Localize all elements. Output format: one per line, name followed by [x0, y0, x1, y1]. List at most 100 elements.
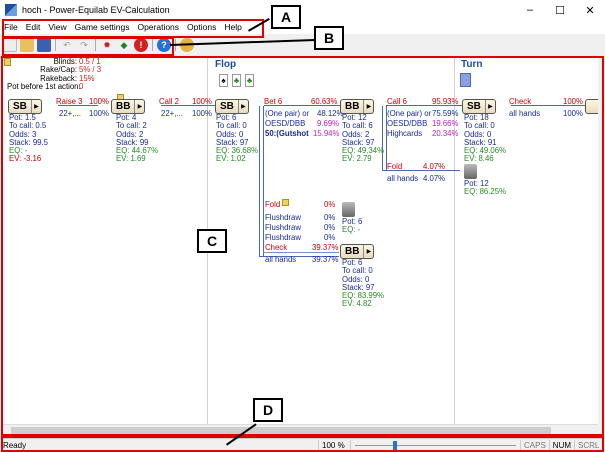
node-label: SB — [220, 101, 234, 112]
range-pct: 48.12% — [317, 109, 344, 118]
rakecap-label: Rake/Cap: — [40, 65, 77, 75]
node-odds: Odds: 0 — [342, 274, 370, 284]
settings-gear-icon[interactable]: ✹ — [103, 39, 111, 50]
range-label[interactable]: OESD/DBB — [387, 119, 428, 128]
node-partial[interactable] — [585, 99, 598, 114]
expand-arrow-icon[interactable]: ▶ — [484, 100, 495, 113]
range-label[interactable]: all hands — [509, 109, 541, 118]
connector — [263, 252, 339, 253]
label-a: A — [271, 5, 301, 29]
node-stack: Stack: 99.5 — [9, 137, 49, 147]
expand-arrow-icon[interactable]: ▶ — [363, 245, 373, 258]
range-pct: 15.94% — [313, 129, 340, 138]
range-pct: 75.59% — [432, 109, 459, 118]
slider-track — [355, 444, 516, 446]
save-icon[interactable] — [37, 38, 51, 52]
range-label[interactable]: all hands — [387, 174, 419, 183]
expand-arrow-icon[interactable]: ▶ — [237, 100, 248, 113]
range-label[interactable]: (One pair) or — [265, 109, 310, 118]
node-odds: Odds: 0 — [464, 129, 492, 139]
connector — [511, 105, 586, 106]
note-icon[interactable] — [282, 199, 289, 206]
action-call[interactable]: Call 6 — [387, 97, 407, 106]
connector — [259, 256, 339, 257]
node-bb-1[interactable]: BB ▶ — [111, 99, 146, 114]
open-folder-icon[interactable] — [20, 38, 34, 52]
close-icon[interactable]: ✕ — [585, 4, 595, 17]
node-stack: Stack: 97 — [342, 282, 375, 292]
label-c: C — [197, 229, 227, 253]
expand-arrow-icon[interactable]: ▶ — [134, 100, 144, 113]
action-call[interactable]: Call 2 — [159, 97, 179, 106]
range-label[interactable]: (One pair) or — [387, 109, 432, 118]
range-label[interactable]: 22+,... — [161, 109, 183, 118]
label-d: D — [253, 398, 283, 422]
range-label[interactable]: Flushdraw — [265, 233, 301, 242]
num-indicator: NUM — [548, 439, 574, 452]
menu-edit[interactable]: Edit — [25, 22, 41, 32]
rakecap-value: 5% / 3 — [79, 65, 102, 75]
window-controls: – ☐ ✕ — [515, 0, 605, 20]
node-sb-1[interactable]: SB ▶ — [8, 99, 42, 114]
node-to-call: To call: 0 — [342, 266, 373, 276]
range-label[interactable]: Flushdraw — [265, 223, 301, 232]
action-check[interactable]: Check — [509, 97, 532, 106]
game-tree-canvas[interactable]: Blinds: Rake/Cap: Rakeback: Pot before 1… — [1, 56, 598, 424]
zoom-slider[interactable] — [350, 439, 520, 452]
horizontal-scrollbar[interactable] — [1, 424, 598, 436]
action-check[interactable]: Check — [265, 243, 288, 252]
action-fold[interactable]: Fold — [265, 200, 281, 209]
turn-card-icon[interactable] — [460, 73, 471, 87]
node-label: BB — [345, 246, 360, 257]
action-raise[interactable]: Raise 3 — [56, 97, 83, 106]
node-odds: Odds: 2 — [342, 129, 370, 139]
menu-game-settings[interactable]: Game settings — [74, 22, 130, 32]
range-label[interactable]: 50:(Gutshot — [265, 129, 309, 138]
minimize-icon[interactable]: – — [526, 4, 534, 16]
stop-icon[interactable]: ! — [134, 38, 148, 52]
note-icon[interactable] — [4, 58, 11, 66]
scrollbar-thumb[interactable] — [11, 427, 551, 434]
menu-view[interactable]: View — [48, 22, 67, 32]
range-label[interactable]: Highcards — [387, 129, 423, 138]
action-pct: 39.37% — [312, 243, 339, 252]
maximize-icon[interactable]: ☐ — [555, 4, 565, 17]
node-equity: EQ: - — [9, 146, 28, 156]
node-bb-3[interactable]: BB ▶ — [340, 244, 375, 259]
range-pct: 0% — [324, 223, 336, 232]
menu-operations[interactable]: Operations — [137, 22, 180, 32]
menu-file[interactable]: File — [4, 22, 18, 32]
undo-icon[interactable]: ↶ — [63, 39, 71, 50]
redo-icon[interactable]: ↷ — [80, 39, 88, 50]
node-stack: Stack: 91 — [464, 137, 497, 147]
toolbar: ↶ ↷ ✹ ◆ ! ? — [0, 36, 605, 54]
node-pot: Pot: 1.5 — [9, 113, 36, 122]
node-sb-2[interactable]: SB ▶ — [215, 99, 249, 114]
expand-arrow-icon[interactable]: ▶ — [363, 100, 373, 113]
menu-help[interactable]: Help — [224, 22, 242, 32]
status-bar: Ready 100 % CAPS NUM SCRL — [0, 438, 605, 452]
range-pct: 20.34% — [432, 129, 459, 138]
range-label[interactable]: all hands — [265, 255, 297, 264]
range-label[interactable]: Flushdraw — [265, 213, 301, 222]
expand-arrow-icon[interactable]: ▶ — [30, 100, 41, 113]
menu-options[interactable]: Options — [187, 22, 217, 32]
calculate-icon[interactable]: ◆ — [120, 39, 128, 50]
range-pct: 100% — [192, 109, 212, 118]
callout-c-box — [1, 56, 604, 436]
node-pot: Pot: 18 — [464, 113, 489, 122]
street-separator — [454, 56, 455, 424]
node-bb-2[interactable]: BB ▶ — [340, 99, 375, 114]
caps-indicator: CAPS — [520, 439, 549, 452]
node-sb-3[interactable]: SB ▶ — [462, 99, 496, 114]
action-fold[interactable]: Fold — [387, 162, 403, 171]
range-label[interactable]: 22+,... — [59, 109, 81, 118]
slider-thumb[interactable] — [393, 440, 397, 450]
node-to-call: To call: 0 — [216, 121, 247, 131]
connector — [386, 106, 387, 170]
range-label[interactable]: OESD/DBB — [265, 119, 306, 128]
range-pct: 100% — [89, 109, 109, 118]
action-pct: 60.63% — [311, 97, 338, 106]
help-icon[interactable]: ? — [157, 38, 171, 52]
action-bet[interactable]: Bet 6 — [264, 97, 283, 106]
